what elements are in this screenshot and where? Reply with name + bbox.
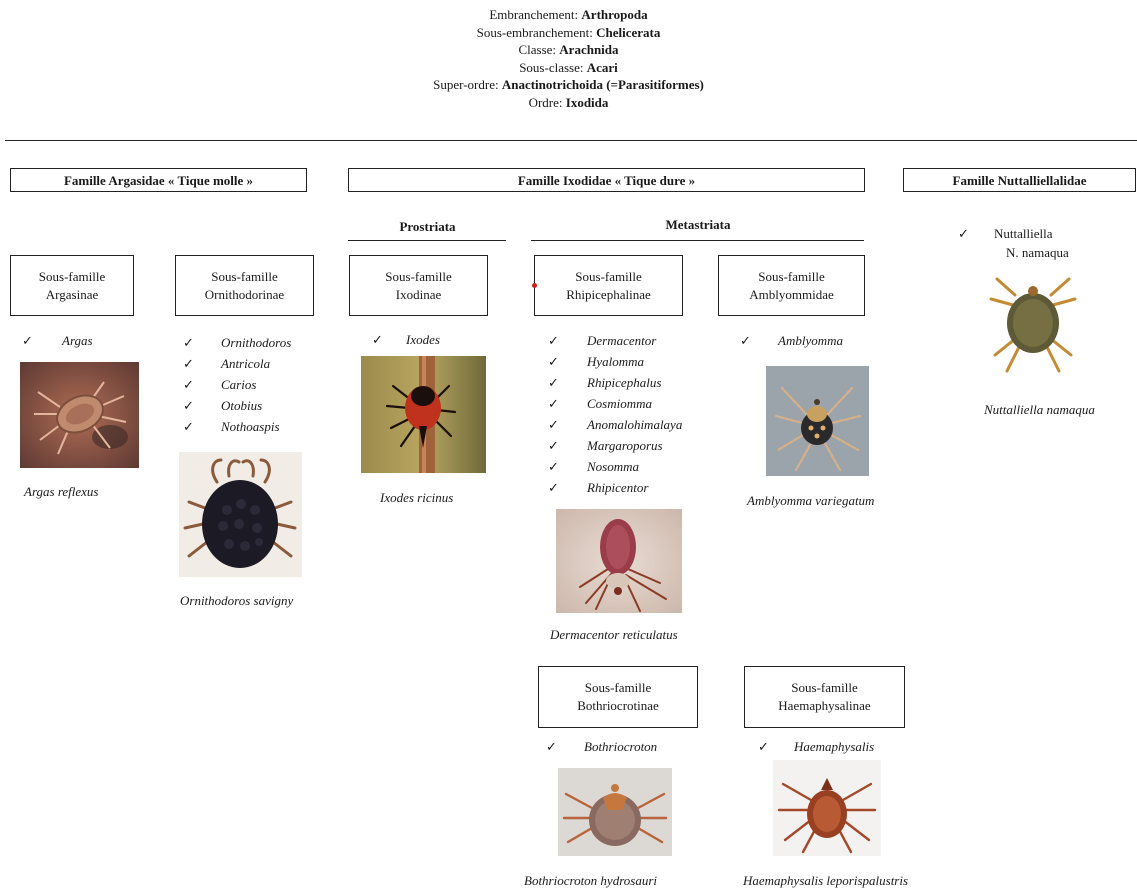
list-item: ✓Ixodes <box>372 329 440 350</box>
check-mark-icon: ✓ <box>548 354 559 369</box>
nuttalliella-genus-entry: ✓Nuttalliella N. namaqua <box>958 226 1069 260</box>
ornithodoros-savigny-caption: Ornithodoros savigny <box>180 593 294 608</box>
tick-image <box>558 768 672 856</box>
genus-list-ornithodorinae: ✓Ornithodoros ✓Antricola ✓Carios ✓Otobiu… <box>183 332 291 437</box>
check-mark-icon: ✓ <box>958 226 969 241</box>
nuttalliella-namaqua-caption: Nuttalliella namaqua <box>984 402 1095 417</box>
red-marker-dot <box>532 283 537 288</box>
list-item: ✓Otobius <box>183 395 291 416</box>
tick-image <box>179 452 302 577</box>
genus-list-bothriocrotinae: ✓Bothriocroton <box>546 736 657 757</box>
nuttalliella-namaqua-photo <box>985 265 1081 377</box>
subfamily-ixodinae-box: Sous-famille Ixodinae <box>349 255 488 316</box>
genus-list-haemaphysalinae: ✓Haemaphysalis <box>758 736 874 757</box>
prostriata-underline <box>348 240 506 241</box>
ixodes-ricinus-photo <box>361 356 486 473</box>
subfamily-ornithodorinae-box: Sous-famille Ornithodorinae <box>175 255 314 316</box>
check-mark-icon: ✓ <box>740 333 751 348</box>
header-divider <box>5 140 1137 141</box>
check-mark-icon: ✓ <box>22 333 33 348</box>
tick-image <box>556 509 682 613</box>
nuttalliella-species: N. namaqua <box>1006 245 1069 260</box>
subfamily-amblyomminae-box: Sous-famille Amblyommidae <box>718 255 865 316</box>
check-mark-icon: ✓ <box>548 333 559 348</box>
check-mark-icon: ✓ <box>758 739 769 754</box>
list-item: ✓Hyalomma <box>548 351 682 372</box>
list-item: ✓Rhipicephalus <box>548 372 682 393</box>
group-prostriata-title: Prostriata <box>399 219 456 234</box>
check-mark-icon: ✓ <box>548 417 559 432</box>
argas-reflexus-caption: Argas reflexus <box>24 484 99 499</box>
group-metastriata-title: Metastriata <box>665 217 731 232</box>
genus-list-argasinae: ✓Argas <box>22 330 93 351</box>
check-mark-icon: ✓ <box>183 419 194 434</box>
list-item: ✓Ornithodoros <box>183 332 291 353</box>
subfamily-argasinae-box: Sous-famille Argasinae <box>10 255 134 316</box>
list-item: ✓Antricola <box>183 353 291 374</box>
ixodes-ricinus-caption: Ixodes ricinus <box>380 490 454 505</box>
list-item: ✓Bothriocroton <box>546 736 657 757</box>
tick-image <box>361 356 486 473</box>
tick-image <box>773 760 881 856</box>
taxonomy-line: Embranchement: Arthropoda <box>489 7 648 22</box>
check-mark-icon: ✓ <box>548 375 559 390</box>
list-item: ✓Amblyomma <box>740 330 843 351</box>
subfamily-haemaphysalinae-box: Sous-famille Haemaphysalinae <box>744 666 905 728</box>
check-mark-icon: ✓ <box>183 356 194 371</box>
check-mark-icon: ✓ <box>183 335 194 350</box>
check-mark-icon: ✓ <box>548 480 559 495</box>
taxonomy-line: Sous-embranchement: Chelicerata <box>476 24 661 40</box>
check-mark-icon: ✓ <box>546 739 557 754</box>
list-item: ✓Haemaphysalis <box>758 736 874 757</box>
genus-list-amblyomminae: ✓Amblyomma <box>740 330 843 351</box>
bothriocroton-hydrosauri-caption: Bothriocroton hydrosauri <box>524 873 658 888</box>
check-mark-icon: ✓ <box>548 459 559 474</box>
family-argasidae-box: Famille Argasidae « Tique molle » <box>10 168 307 192</box>
check-mark-icon: ✓ <box>548 438 559 453</box>
list-item: ✓Nothoaspis <box>183 416 291 437</box>
list-item: ✓Margaroporus <box>548 435 682 456</box>
list-item: ✓Dermacentor <box>548 330 682 351</box>
haemaphysalis-leporispalustris-photo <box>773 760 881 856</box>
dermacentor-reticulatus-photo <box>556 509 682 613</box>
taxonomy-line: Ordre: Ixodida <box>528 94 609 110</box>
taxonomy-line: Super-ordre: Anactinotrichoida (=Parasit… <box>433 77 704 92</box>
haemaphysalis-leporispalustris-caption: Haemaphysalis leporispalustris <box>743 873 909 888</box>
subfamily-rhipicephalinae-box: Sous-famille Rhipicephalinae <box>534 255 683 316</box>
bothriocroton-hydrosauri-photo <box>558 768 672 856</box>
taxonomy-header: Embranchement: Arthropoda Sous-embranche… <box>0 6 1137 111</box>
tick-image <box>985 265 1081 377</box>
family-ixodidae-box: Famille Ixodidae « Tique dure » <box>348 168 865 192</box>
list-item: ✓Carios <box>183 374 291 395</box>
genus-list-rhipicephalinae: ✓Dermacentor ✓Hyalomma ✓Rhipicephalus ✓C… <box>548 330 682 498</box>
argas-reflexus-photo <box>20 362 139 468</box>
subfamily-bothriocrotinae-box: Sous-famille Bothriocrotinae <box>538 666 698 728</box>
list-item: ✓Anomalohimalaya <box>548 414 682 435</box>
check-mark-icon: ✓ <box>183 377 194 392</box>
amblyomma-variegatum-caption: Amblyomma variegatum <box>747 493 875 508</box>
metastriata-underline <box>531 240 864 241</box>
dermacentor-reticulatus-caption: Dermacentor reticulatus <box>550 627 678 642</box>
list-item: ✓Nosomma <box>548 456 682 477</box>
ornithodoros-savigny-photo <box>179 452 302 577</box>
genus-list-ixodinae: ✓Ixodes <box>372 329 440 350</box>
family-nuttalliellidae-box: Famille Nuttalliellalidae <box>903 168 1136 192</box>
list-item: ✓Cosmiomma <box>548 393 682 414</box>
amblyomma-variegatum-photo <box>766 366 869 476</box>
taxonomy-line: Classe: Arachnida <box>518 42 619 57</box>
tick-image <box>20 362 139 468</box>
check-mark-icon: ✓ <box>548 396 559 411</box>
tick-image <box>766 366 869 476</box>
check-mark-icon: ✓ <box>183 398 194 413</box>
list-item: ✓Rhipicentor <box>548 477 682 498</box>
taxonomy-line: Sous-classe: Acari <box>519 59 618 75</box>
check-mark-icon: ✓ <box>372 332 383 347</box>
list-item: ✓Argas <box>22 330 93 351</box>
